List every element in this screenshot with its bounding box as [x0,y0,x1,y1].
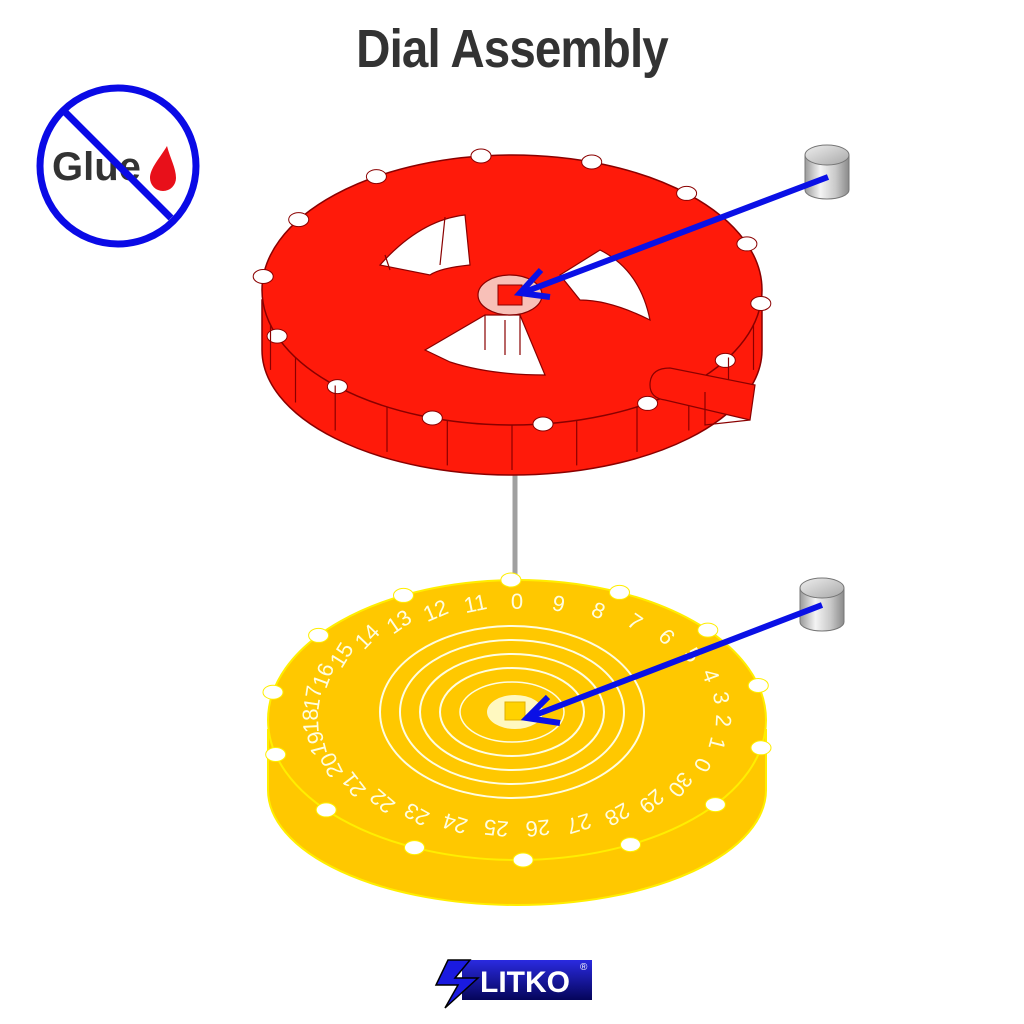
dial-notch [421,410,443,426]
dial-number: 0 [511,589,523,614]
dial-notch [265,747,287,762]
dial-notch [750,296,772,311]
prohibition-slash-icon [60,107,174,221]
yellow-dial-notches [262,572,772,868]
glue-label: Glue [52,145,141,189]
dial-notch [704,797,726,813]
dial-notch [500,572,522,588]
dial-notch [676,185,698,201]
dial-notch [581,154,603,170]
dial-number: 19 [302,729,332,759]
yellow-dial-socket [504,701,526,721]
dial-notch [262,684,284,700]
dial-notch [315,802,337,818]
dial-notch [393,587,414,603]
lightning-bolt-icon [434,959,480,1009]
insert-arrow-top [513,174,830,300]
dial-notch [266,328,288,344]
red-cutout-1 [378,214,471,276]
red-dial-side-lines [269,324,755,470]
no-glue-badge: Glue [36,84,200,248]
pin-top [804,144,850,200]
dial-notch [365,169,387,185]
pin-bottom [799,577,845,632]
dial-notch [747,678,769,693]
dial-notch [512,852,534,868]
dial-number: 3 [708,690,735,706]
dial-notch [714,352,736,368]
dial-number: 25 [483,814,510,841]
page-title: Dial Assembly [356,19,669,79]
dial-notch [637,395,659,411]
dial-notch [288,212,310,228]
prohibition-ring-icon [36,84,200,248]
dial-number: 11 [462,589,489,618]
red-dial [252,148,772,476]
dial-number: 2 [711,714,737,727]
dial-notch [470,148,492,164]
registered-mark: ® [580,962,588,973]
dial-notch [308,627,330,643]
dial-number: 26 [524,814,551,841]
dial-notch [620,837,641,853]
insert-arrow-bottom [520,602,824,726]
yellow-dial-rings [379,625,645,799]
dial-notch [532,416,554,432]
dial-notch [697,622,719,638]
red-dial-slot [649,367,756,421]
dial-number: 17 [299,684,327,712]
dial-notch [326,379,348,395]
dial-notch [736,236,758,252]
dial-number: 18 [298,708,324,734]
dial-notch [404,840,425,856]
dial-notch [750,740,772,756]
glue-drop-icon [150,146,176,191]
dial-notch [252,269,274,284]
litko-logo: LITKO ® [434,959,592,1009]
dial-number: 9 [550,590,567,617]
dial-number: 1 [703,734,730,752]
logo-text: LITKO [480,966,570,999]
dial-notch [609,584,630,600]
red-dial-notches [252,148,772,432]
